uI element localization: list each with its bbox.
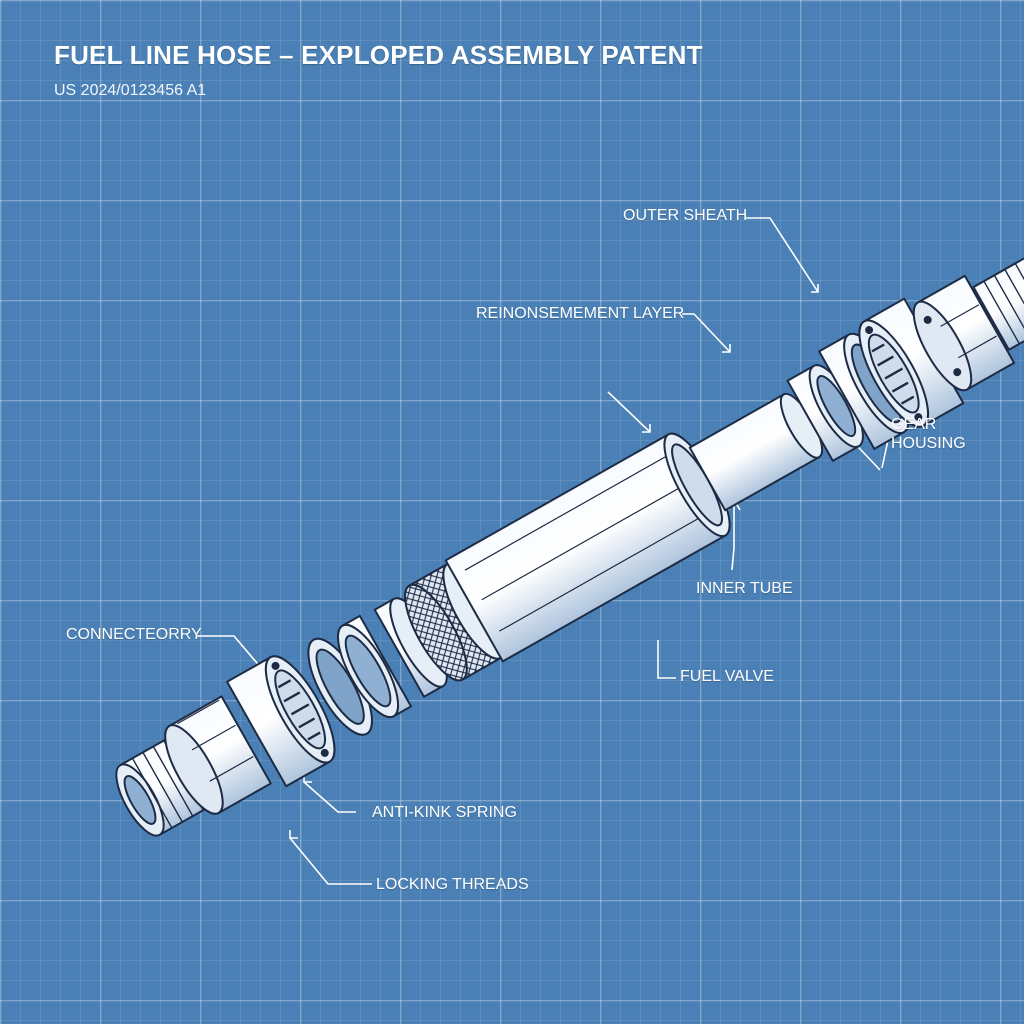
patent-number: US 2024/0123456 A1: [54, 82, 207, 99]
left-hex-nut: [164, 695, 272, 815]
arrow-reinforcement: [722, 344, 731, 353]
leader-locking-threads: [289, 837, 372, 885]
leader-unlabeled: [607, 391, 651, 433]
leader-outer-sheath: [746, 217, 819, 293]
label-inner-tube: INNER TUBE: [696, 580, 793, 597]
label-gear-housing-line2: HOUSING: [891, 435, 966, 452]
leader-fuel-valve: [657, 640, 676, 679]
label-fuel-valve: FUEL VALVE: [680, 668, 774, 685]
left-end-fitting: [115, 734, 213, 837]
leader-inner-tube: [731, 502, 735, 571]
arrow-locking-threads: [289, 830, 298, 839]
left-gear-housing: [226, 655, 336, 788]
patent-title: FUEL LINE HOSE – EXPLOPED ASSEMBLY PATEN…: [54, 40, 703, 70]
arrow-unlabeled: [642, 424, 651, 433]
right-hex-nut: [912, 274, 1016, 392]
label-gear-housing-line1: GEAR: [891, 416, 937, 433]
main-hose-body: [444, 432, 731, 663]
label-anti-kink-spring: ANTI-KINK SPRING: [372, 804, 517, 821]
label-outer-sheath: OUTER SHEATH: [623, 207, 748, 224]
right-gear-housing: [858, 297, 965, 428]
left-ring-2: [337, 614, 413, 719]
label-connector: CONNECTEORRY: [66, 626, 202, 643]
leader-connector: [196, 635, 269, 677]
label-reinforcement-layer: REINONSEMEMENT LAYER: [476, 305, 685, 322]
arrow-outer-sheath: [811, 284, 819, 293]
leader-reinforcement: [682, 313, 731, 353]
label-locking-threads: LOCKING THREADS: [376, 876, 529, 893]
leader-anti-kink: [303, 781, 356, 813]
hose-assembly: [115, 249, 1024, 837]
